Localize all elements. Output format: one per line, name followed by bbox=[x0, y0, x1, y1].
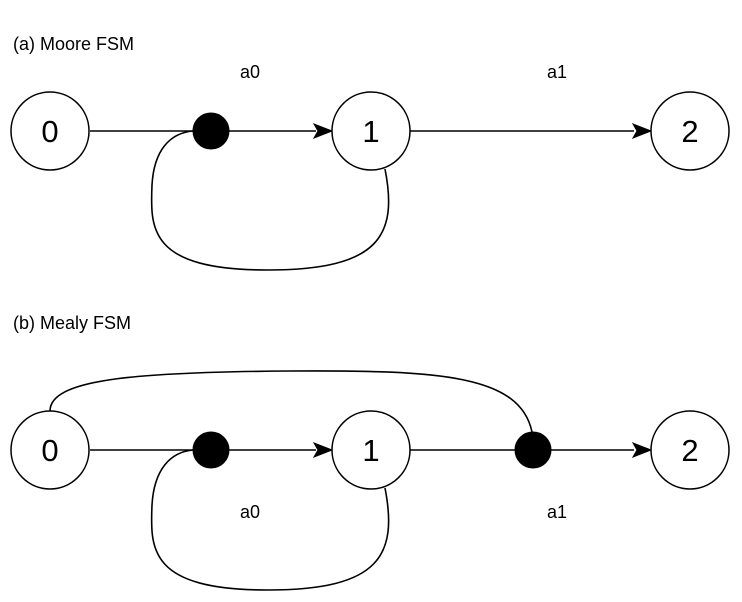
mealy-arc-0-to-junction bbox=[49, 370, 533, 433]
moore-state-1-label: 1 bbox=[362, 114, 379, 149]
moore-state-2-label: 2 bbox=[681, 114, 698, 149]
mealy-junction-a1 bbox=[514, 431, 552, 469]
mealy-arrowhead-2 bbox=[631, 442, 653, 458]
mealy-label-a1: a1 bbox=[547, 502, 567, 522]
mealy-junction-a0 bbox=[192, 431, 230, 469]
mealy-state-0-label: 0 bbox=[41, 433, 58, 468]
moore-label-a1: a1 bbox=[547, 62, 567, 82]
mealy-fsm: (b) Mealy FSM 0 1 2 a0 a1 bbox=[10, 313, 730, 591]
mealy-state-2-label: 2 bbox=[681, 433, 698, 468]
mealy-caption: (b) Mealy FSM bbox=[13, 313, 131, 333]
moore-state-2: 2 bbox=[650, 91, 730, 171]
moore-state-0-label: 0 bbox=[41, 114, 58, 149]
moore-state-1: 1 bbox=[331, 91, 411, 171]
moore-caption: (a) Moore FSM bbox=[13, 34, 134, 54]
mealy-state-1: 1 bbox=[331, 410, 411, 490]
moore-arrowhead-2 bbox=[631, 123, 653, 139]
moore-state-0: 0 bbox=[10, 91, 90, 171]
moore-label-a0: a0 bbox=[240, 62, 260, 82]
mealy-state-0: 0 bbox=[10, 410, 90, 490]
moore-fsm: (a) Moore FSM 0 1 2 a0 a1 bbox=[10, 34, 730, 271]
mealy-state-2: 2 bbox=[650, 410, 730, 490]
mealy-state-1-label: 1 bbox=[362, 433, 379, 468]
moore-loop-1-to-junction bbox=[150, 130, 390, 271]
mealy-label-a0: a0 bbox=[240, 502, 260, 522]
mealy-arrowhead-1 bbox=[312, 442, 334, 458]
moore-junction-a0 bbox=[192, 112, 230, 150]
moore-arrowhead-1 bbox=[312, 123, 334, 139]
mealy-loop-1-to-junction bbox=[150, 449, 390, 591]
